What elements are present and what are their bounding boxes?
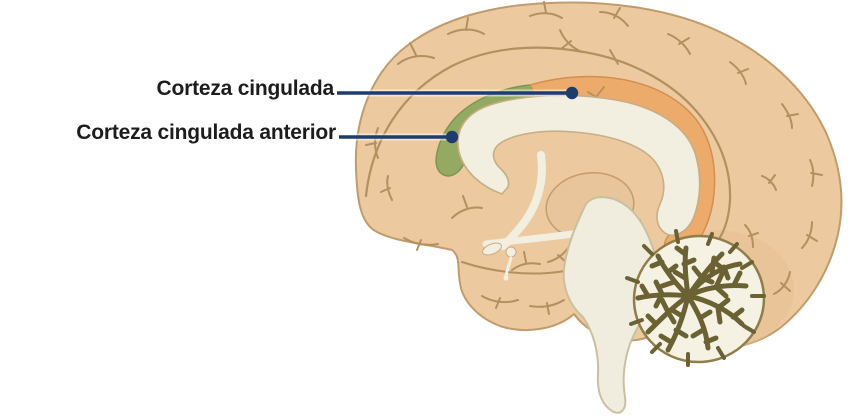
leader-line-corteza-cingulada <box>337 86 579 100</box>
optic-chiasm <box>482 242 502 256</box>
fornix-and-hypothalamus <box>482 151 584 281</box>
pituitary-stalk <box>504 256 513 278</box>
pituitary <box>503 275 509 281</box>
label-corteza-cingulada-anterior: Corteza cingulada anterior <box>76 121 336 144</box>
mammillary-body <box>505 246 517 258</box>
label-corteza-cingulada: Corteza cingulada <box>156 77 335 100</box>
brainstem <box>562 196 660 414</box>
marker-dot-corteza-cingulada-anterior <box>445 130 459 144</box>
arbor-vitae <box>625 229 766 367</box>
marker-dot-corteza-cingulada <box>565 86 579 100</box>
corpus-callosum <box>457 94 701 236</box>
cerebellum <box>625 229 766 367</box>
leader-line-corteza-cingulada-anterior <box>339 130 459 144</box>
